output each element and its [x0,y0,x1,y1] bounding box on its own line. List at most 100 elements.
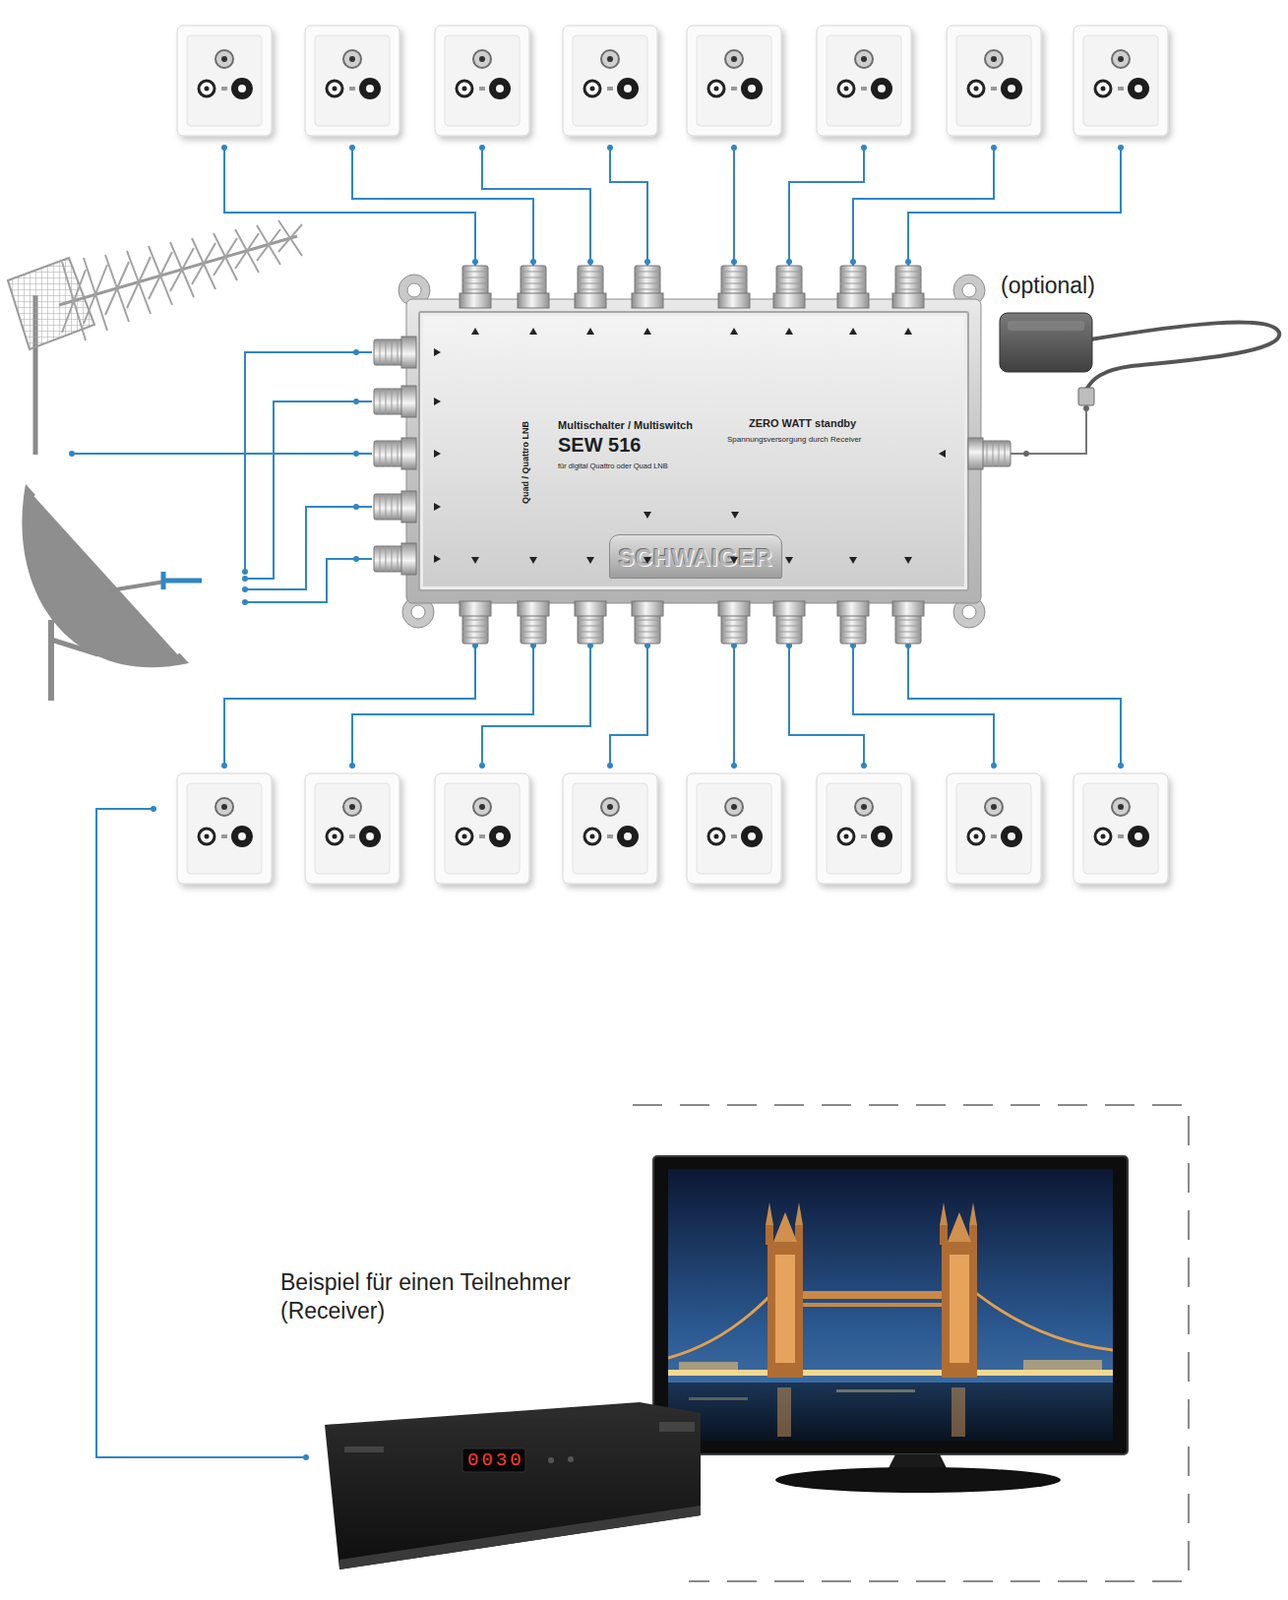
input-connectors-part [373,543,417,575]
input-connectors-part [373,385,417,418]
cable-dots-part [1083,405,1090,412]
tv-screen-part [802,1290,942,1299]
wire-dots-part [353,398,360,405]
port-arrows-part [433,397,441,406]
port-arrows-part [586,556,595,564]
power-adapter [999,312,1280,406]
terrestrial-antenna-part [61,220,303,341]
tv-screen-part [775,1467,1061,1493]
output-connectors-part [718,601,750,644]
tv-screen-part [969,1202,978,1226]
output-connectors-part [631,601,664,644]
wire-dots-part [990,144,997,151]
port-arrows-part [731,511,739,519]
wire-dots-part [1117,144,1124,151]
output-connectors-part [574,601,607,644]
tv-screen-part [767,1241,803,1378]
wire-dots-part [644,258,651,265]
multiswitch: Multischalter / MultiswitchSEW 516für di… [418,310,970,592]
wall-outlet [686,773,782,884]
coax-wires-part [733,147,736,266]
port-arrows-part [849,556,858,564]
power-adapter-part [1007,320,1085,331]
wire-dots-part [479,762,486,769]
satellite-dish [21,484,202,701]
wall-outlet [562,25,658,136]
brand-plate: SCHWAIGER [609,534,783,579]
tv-screen-part [688,1397,748,1401]
tv-screen-part [836,1389,916,1393]
multiswitch-housing-part [962,283,977,298]
output-connectors-part [892,265,924,308]
port-arrows-part [433,554,441,563]
wire-dots-part [1117,762,1124,769]
satellite-dish-part [110,581,166,591]
wire-dots-part [353,450,360,457]
wire-dots-part [607,762,614,769]
wire-dots-part [150,805,157,812]
port-arrows-part [938,449,946,458]
wall-outlet [177,25,272,136]
wire-dots-part [353,555,360,562]
wire-dots-part [530,258,537,265]
tv-screen-part [949,1254,970,1363]
wire-dots-part [242,568,248,575]
wire-dots-part [905,642,912,649]
wire-dots-part [587,258,594,265]
wire-dots [68,144,1124,1461]
wire-dots-part [479,144,486,151]
terrestrial-antenna [7,220,303,455]
tv-screen-part [773,1212,798,1242]
wire-dots-part [221,144,228,151]
port-arrows-part [433,502,441,511]
multiswitch-housing-part [411,605,426,619]
wire-dots-part [644,642,651,649]
port-arrows-part [643,511,652,519]
input-label: Quad / Quattro LNB [520,421,531,504]
wall-outlet [1073,773,1168,884]
coax-wires-part [733,641,736,766]
output-connectors-part [574,265,607,308]
output-connectors-part [892,601,924,644]
coax-wires-part [245,558,372,603]
tv-screen [653,1156,1128,1493]
port-arrows-part [471,327,480,335]
power-adapter-part [1086,321,1280,390]
coax-wires [71,147,1121,1458]
multiswitch-housing-part [407,283,422,298]
power-adapter: (optional) [994,306,1288,409]
wire-dots-part [472,642,479,649]
wire-dots-part [786,642,793,649]
receiver-display: 0030 [467,1449,525,1472]
wall-outlet [946,25,1042,136]
wire-dots-part [242,599,248,606]
coax-wires-part [853,147,994,266]
tv-screen-part [775,1254,796,1363]
power-cable [969,408,1087,454]
tv-screen-part [939,1225,948,1245]
wall-outlet [816,773,912,884]
wall-outlet [562,773,658,884]
wire-dots-part [786,258,793,265]
port-arrows-part [904,556,913,564]
coax-wires-part [482,641,591,766]
port-arrows-part [433,348,441,357]
output-connectors-part [837,265,869,308]
wall-outlet [1073,25,1168,136]
device-name: Multischalter / Multiswitch [557,419,693,431]
tv-screen-part [765,1202,774,1226]
tv-screen-part [765,1225,774,1245]
port-arrows-part [471,556,480,564]
coax-wires-part [908,147,1121,266]
output-connectors-part [459,601,491,644]
wall-outlet [946,773,1042,884]
coax-wires-part [224,641,476,766]
port-arrows-part [785,327,794,335]
port-arrows-part [849,327,858,335]
wall-outlet [434,773,530,884]
coax-wires-part [352,641,534,766]
model-number: SEW 516 [557,433,641,457]
